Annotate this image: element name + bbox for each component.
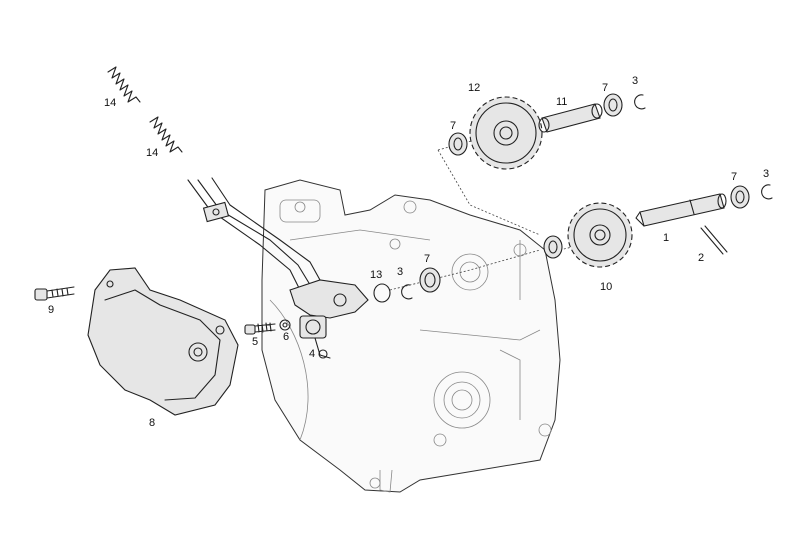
callout-1: 1 (663, 232, 669, 244)
washer-7-left-upper (448, 132, 468, 156)
washer-7-lower (730, 185, 750, 209)
oil-hoses (187, 177, 321, 291)
pin-2 (700, 225, 728, 255)
callout-7-upper: 7 (602, 82, 608, 94)
spring-lower (149, 116, 183, 153)
callout-5: 5 (252, 336, 258, 348)
callout-9: 9 (48, 304, 54, 316)
callout-7-lower: 7 (731, 171, 737, 183)
shaft-1 (635, 193, 727, 227)
screw-5 (244, 322, 276, 335)
callout-12: 12 (468, 82, 480, 94)
washer-7-upper (603, 93, 623, 117)
callout-14-upper: 14 (104, 97, 116, 109)
callout-2: 2 (698, 252, 704, 264)
callout-13: 13 (370, 269, 382, 281)
callout-14-lower: 14 (146, 147, 158, 159)
callout-labels: 1 2 3 3 3 4 5 6 7 7 7 7 8 9 10 11 12 13 … (48, 75, 769, 429)
callout-11: 11 (556, 96, 567, 108)
circlip-3-upper (634, 94, 646, 110)
washer-7-left-lower (543, 235, 563, 259)
circlip-3-case (401, 284, 413, 300)
washer-6 (279, 319, 291, 331)
screw-9 (34, 286, 75, 301)
gear-10 (567, 202, 633, 268)
callout-10: 10 (600, 281, 612, 293)
spring-upper (107, 66, 141, 103)
circlip-3-lower (761, 184, 773, 200)
crankcase (261, 179, 561, 493)
callout-3-lower: 3 (763, 168, 769, 180)
oil-pump (289, 279, 369, 359)
gear-12 (469, 96, 543, 170)
washer-13 (373, 283, 391, 303)
callout-3-case: 3 (397, 266, 403, 278)
shaft-11 (538, 103, 603, 133)
callout-3-upper: 3 (632, 75, 638, 87)
callout-4: 4 (309, 348, 315, 360)
washer-7-case (419, 267, 441, 293)
callout-7-case: 7 (424, 253, 430, 265)
callout-8: 8 (149, 417, 155, 429)
pump-cover (87, 267, 239, 416)
callout-6: 6 (283, 331, 289, 343)
callout-7-upper-left: 7 (450, 120, 456, 132)
